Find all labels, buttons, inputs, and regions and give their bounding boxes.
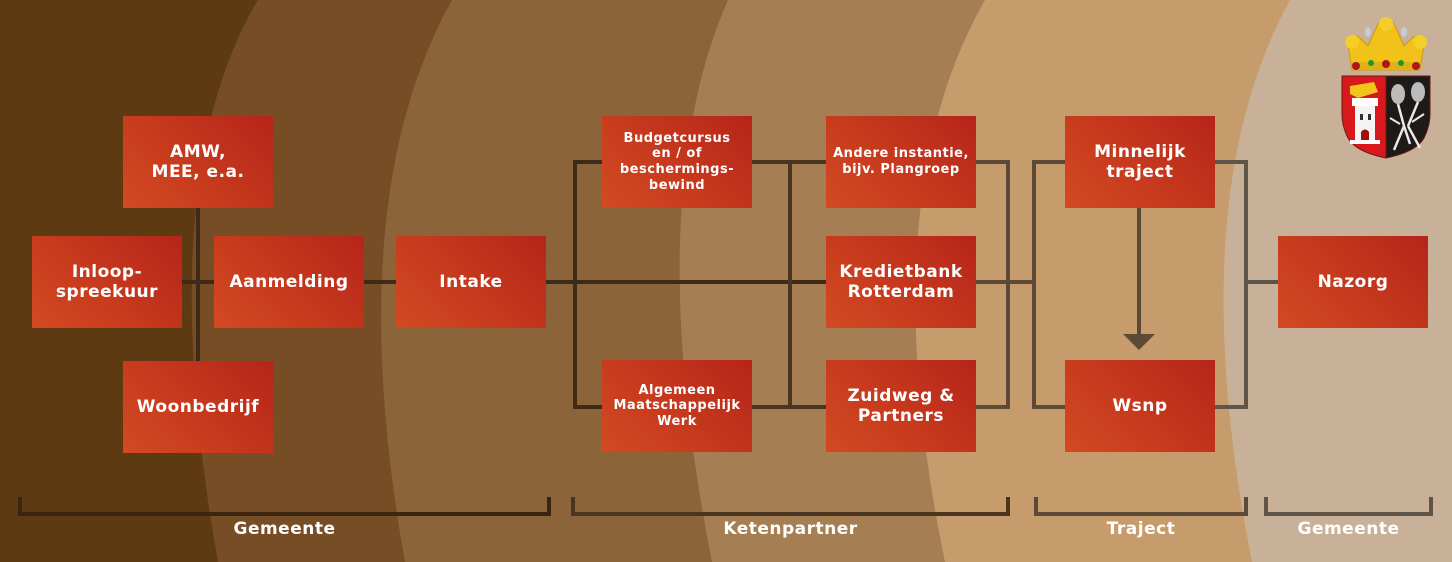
node-algemeen-maatschappelijk-werk: Algemeen Maatschappelijk Werk xyxy=(602,360,752,452)
node-inloopspreekuur: Inloop- spreekuur xyxy=(32,236,182,328)
node-wsnp: Wsnp xyxy=(1065,360,1215,452)
node-minnelijk-traject: Minnelijk traject xyxy=(1065,116,1215,208)
node-zuidweg-partners: Zuidweg & Partners xyxy=(826,360,976,452)
node-budgetcursus: Budgetcursus en / of beschermings- bewin… xyxy=(602,116,752,208)
phase-label-ketenpartner: Ketenpartner xyxy=(723,519,858,539)
phase-label-traject: Traject xyxy=(1106,519,1176,539)
coat-of-arms-icon xyxy=(1341,17,1431,159)
node-woonbedrijf: Woonbedrijf xyxy=(123,361,273,453)
node-aanmelding: Aanmelding xyxy=(214,236,364,328)
node-amw-mee: AMW, MEE, e.a. xyxy=(123,116,273,208)
node-nazorg: Nazorg xyxy=(1278,236,1428,328)
phase-label-gemeente-2: Gemeente xyxy=(1297,519,1400,539)
node-andere-instantie: Andere instantie, bijv. Plangroep xyxy=(826,116,976,208)
node-intake: Intake xyxy=(396,236,546,328)
node-kredietbank-rotterdam: Kredietbank Rotterdam xyxy=(826,236,976,328)
phase-label-gemeente-1: Gemeente xyxy=(233,519,336,539)
